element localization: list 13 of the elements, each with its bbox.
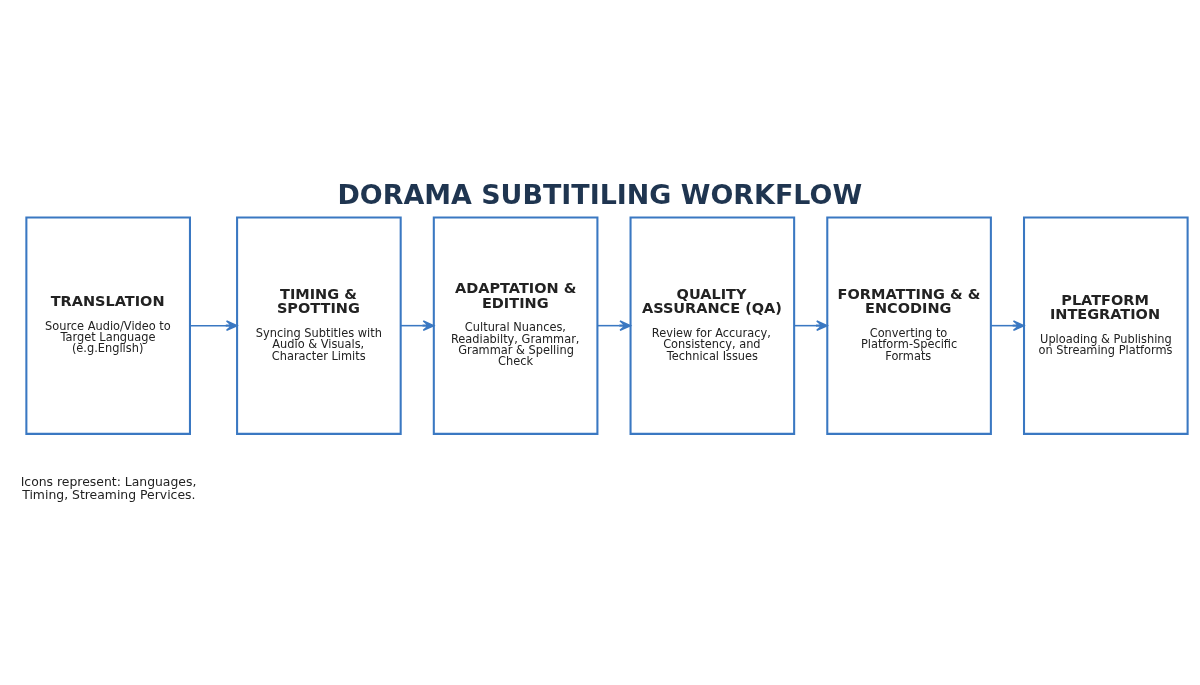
node-box: TIMING & SPOTTING Syncing Subtitles with Audio & Visuals, Character Limits — [236, 215, 402, 435]
node-box: ADAPTATION & EDITING Cultural Nuances, Readiabilty, Grammar, Grammar & Spelling Check — [432, 215, 599, 435]
diagram-title: DORAMA SUBTITILING WORKFLOW — [337, 178, 863, 210]
node-box: TRANSLATION Source Audio/Video to Target Language (e.g.English) — [25, 215, 191, 435]
node-box: QUALITY ASSURANCE (QA) Review for Accuracy, Consistency, and Technical Issues — [629, 215, 796, 435]
arrow — [596, 319, 632, 331]
arrow — [990, 319, 1025, 331]
arrow — [793, 319, 828, 331]
label: Icons represent: Languages, Timing, Streaming Pervices. — [20, 473, 197, 502]
node-box: PLATFORM INTEGRATION Uploading & Publishing on Streaming Platforms — [1022, 215, 1189, 435]
arrow — [400, 319, 435, 331]
node-box: FORMATTING & & ENCODING Converting to Platform-Specific Formats — [826, 215, 992, 435]
arrow — [189, 319, 238, 331]
